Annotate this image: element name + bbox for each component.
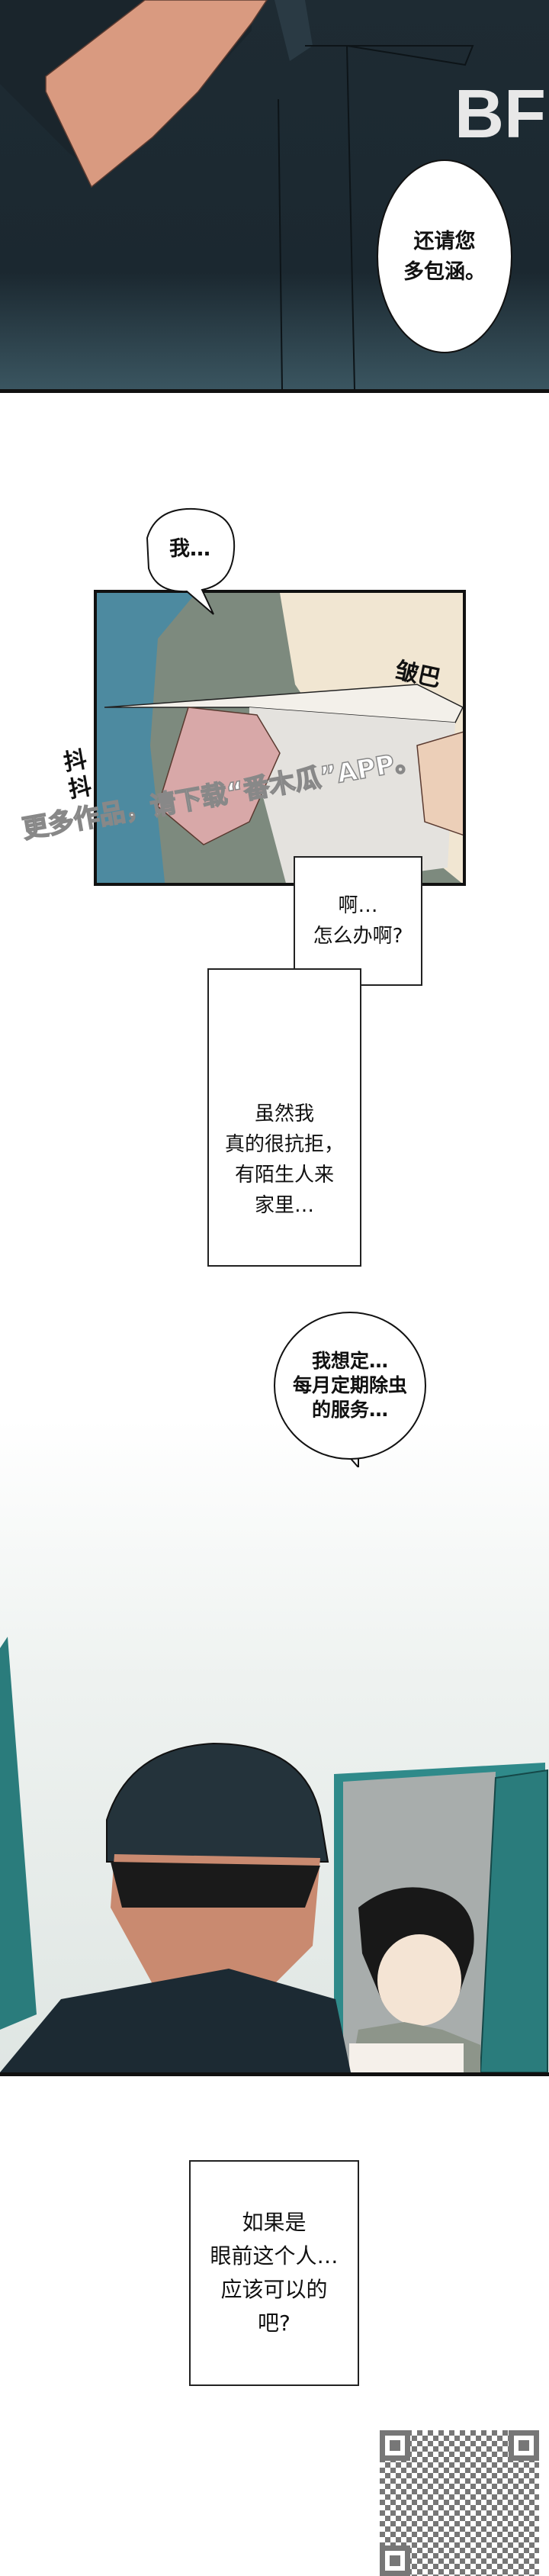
- panel-2-art: [104, 593, 463, 883]
- panel-1: BF 还请您 多包涵。: [0, 0, 549, 393]
- bubble-shape: [274, 1312, 426, 1467]
- panel-2: [94, 590, 466, 886]
- caption-text: 如果是 眼前这个人… 应该可以的 吧?: [210, 2210, 339, 2336]
- speech-bubble-service: 我想定… 每月定期除虫 的服务…: [273, 1311, 427, 1467]
- panel-3-art: [0, 1637, 548, 2072]
- caption-box-1: 啊… 怎么办啊?: [294, 856, 422, 986]
- caption-text: 啊… 怎么办啊?: [313, 894, 403, 948]
- background-lettering: BF: [454, 76, 546, 153]
- bubble-text: 还请您 多包涵。: [403, 229, 486, 284]
- speech-bubble: 还请您 多包涵。: [376, 159, 513, 355]
- caption-box-2: 虽然我 真的很抗拒， 有陌生人来 家里…: [207, 968, 361, 1267]
- qr-code[interactable]: [380, 2430, 539, 2576]
- caption-text: 虽然我 真的很抗拒， 有陌生人来 家里…: [224, 1102, 344, 1217]
- bubble-shape: [146, 507, 236, 615]
- caption-box-3: 如果是 眼前这个人… 应该可以的 吧?: [189, 2160, 359, 2386]
- qr-finder-icon: [380, 2545, 410, 2576]
- panel-3: [0, 1419, 549, 2076]
- bubble-text: 我…: [169, 537, 210, 561]
- qr-finder-icon: [509, 2430, 539, 2461]
- bubble-text: 我想定… 每月定期除虫 的服务…: [292, 1349, 407, 1421]
- panel-1-art: [0, 0, 474, 389]
- qr-finder-icon: [380, 2430, 410, 2461]
- bubble-shape: [377, 159, 512, 353]
- speech-bubble-wo: 我…: [141, 507, 239, 622]
